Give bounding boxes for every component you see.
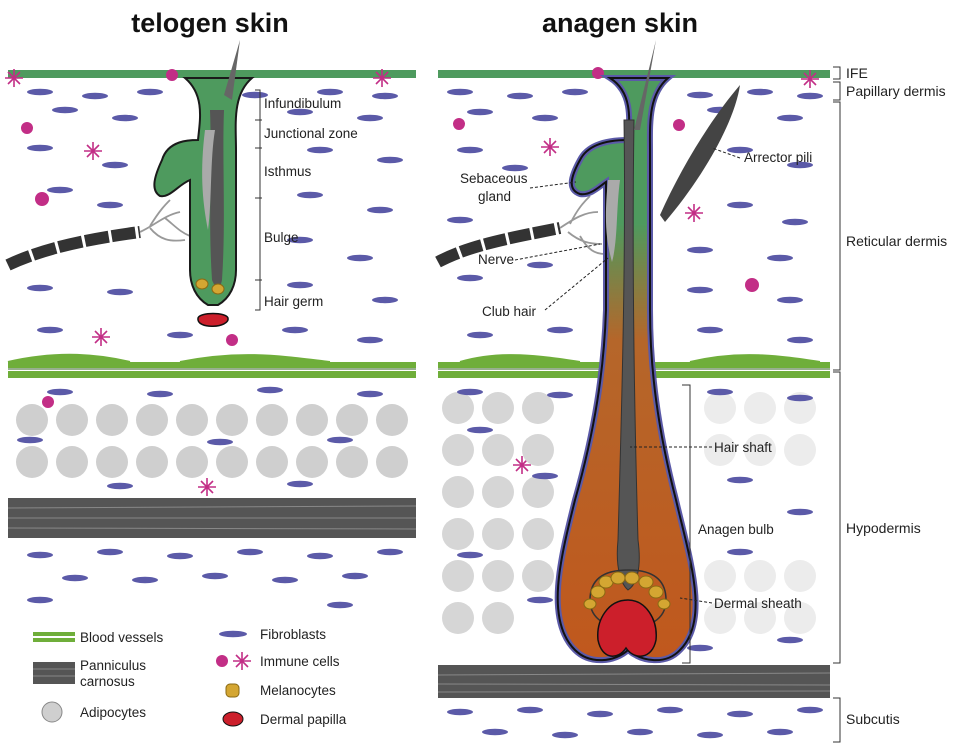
telogen-follicle [154,40,252,326]
legend-dermal-papilla: Dermal papilla [223,712,347,727]
telogen-panniculus [8,498,416,538]
telogen-panel: Infundibulum Junctional zone Isthmus Bul… [5,40,416,608]
anagen-subcutis-fibroblasts [447,707,823,738]
telogen-epidermis [8,70,416,78]
label-sebaceous-1: Sebaceous [460,171,528,186]
layer-hypodermis: Hypodermis [846,520,921,536]
telogen-melanocyte [196,279,208,289]
legend-immune-cells: Immune cells [216,652,340,670]
layer-ife: IFE [846,65,868,81]
svg-text:Dermal papilla: Dermal papilla [260,712,347,727]
svg-text:Blood vessels: Blood vessels [80,630,164,645]
label-nerve: Nerve [478,252,514,267]
label-club-hair: Club hair [482,304,537,319]
legend: Blood vessels Panniculus carnosus Adipoc… [33,627,347,727]
layer-papillary-dermis: Papillary dermis [846,83,946,99]
svg-text:Adipocytes: Adipocytes [80,705,146,720]
telogen-brackets [255,90,262,310]
label-arrector-pili: Arrector pili [744,150,812,165]
legend-blood-vessels: Blood vessels [33,630,164,645]
anagen-panel: Sebaceous gland Nerve Club hair Arrector… [438,40,830,738]
layer-reticular-dermis: Reticular dermis [846,233,947,249]
label-infundibulum: Infundibulum [264,96,341,111]
label-hair-germ: Hair germ [264,294,323,309]
legend-adipocytes: Adipocytes [42,702,146,722]
telogen-title: telogen skin [131,8,289,38]
svg-text:Panniculus: Panniculus [80,658,146,673]
svg-text:Immune cells: Immune cells [260,654,340,669]
telogen-blood-vessels [8,355,416,378]
svg-text:carnosus: carnosus [80,674,135,689]
label-hair-shaft: Hair shaft [714,440,772,455]
anagen-nerve [438,196,605,262]
label-junctional-zone: Junctional zone [264,126,358,141]
label-sebaceous-2: gland [478,189,511,204]
svg-text:Fibroblasts: Fibroblasts [260,627,326,642]
telogen-subcutis-fibroblasts [27,549,403,608]
layer-brackets [833,67,840,742]
anagen-follicle [558,40,696,660]
telogen-dermal-papilla [198,314,228,327]
label-bulge: Bulge [264,230,299,245]
telogen-hypodermis-cells [17,387,383,496]
legend-fibroblasts: Fibroblasts [219,627,326,642]
label-isthmus: Isthmus [264,164,312,179]
anagen-title: anagen skin [542,8,698,38]
svg-text:Melanocytes: Melanocytes [260,683,336,698]
label-anagen-bulb: Anagen bulb [698,522,774,537]
anagen-panniculus [438,665,830,698]
layer-subcutis: Subcutis [846,711,900,727]
legend-melanocytes: Melanocytes [226,683,336,698]
legend-panniculus: Panniculus carnosus [33,658,146,689]
label-dermal-sheath: Dermal sheath [714,596,802,611]
telogen-nerve [8,200,190,265]
